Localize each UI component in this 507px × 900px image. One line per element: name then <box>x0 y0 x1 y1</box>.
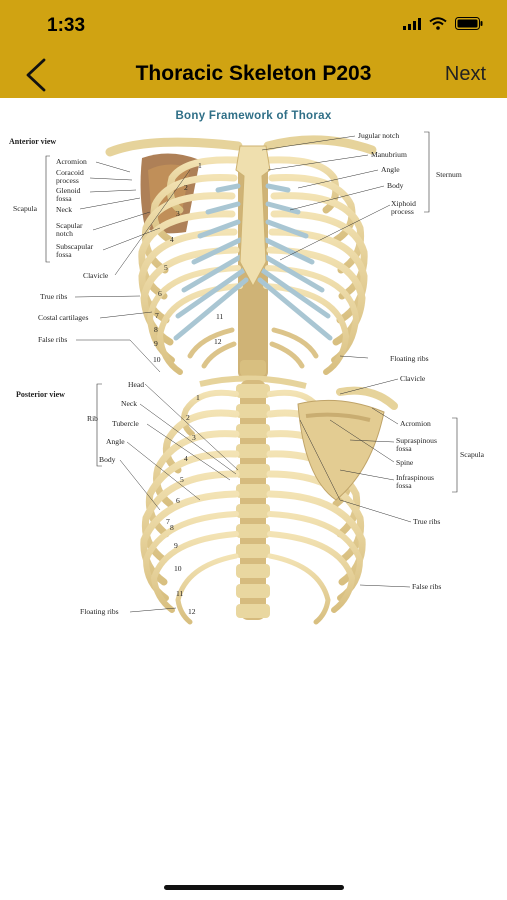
label-neck: Neck <box>121 399 138 408</box>
label-coracoid-2: process <box>56 176 79 185</box>
label-subscapular-1: Subscapular <box>56 242 94 251</box>
rib-number: 3 <box>176 209 180 218</box>
posterior-ribcage <box>140 375 398 625</box>
rib-number: 12 <box>188 607 196 616</box>
nav-header: 1:33 Thoracic Skeleton P203 Next <box>0 0 507 98</box>
label-xiphoid-2: process <box>391 207 414 216</box>
rib-number: 11 <box>216 312 224 321</box>
rib-number: 2 <box>184 183 188 192</box>
battery-icon <box>455 17 483 30</box>
status-icons <box>403 17 483 30</box>
label-scapula-group: Scapula <box>13 204 38 213</box>
label-clavicle: Clavicle <box>83 271 109 280</box>
label-scapular-1: Scapular <box>56 221 83 230</box>
status-time: 1:33 <box>47 15 86 36</box>
label-supraspinous-1: Supraspinous <box>396 436 437 445</box>
label-supraspinous-2: fossa <box>396 444 412 453</box>
wifi-icon <box>429 17 447 30</box>
rib-number: 12 <box>214 337 222 346</box>
label-head: Head <box>128 380 145 389</box>
label-glenoid-2: fossa <box>56 194 72 203</box>
page-title: Thoracic Skeleton P203 <box>135 62 372 85</box>
home-indicator[interactable] <box>164 885 344 890</box>
rib-number: 10 <box>174 564 182 573</box>
rib-number: 1 <box>196 393 200 402</box>
label-costal-cartilages: Costal cartilages <box>38 313 89 322</box>
label-infraspinous-2: fossa <box>396 481 412 490</box>
label-coracoid-1: Coracoid <box>56 168 84 177</box>
label-scapula-group: Scapula <box>460 450 485 459</box>
label-acromion: Acromion <box>400 419 431 428</box>
rib-number: 11 <box>176 589 184 598</box>
signal-icon <box>403 17 421 30</box>
label-spine: Spine <box>396 458 414 467</box>
label-clavicle: Clavicle <box>400 374 426 383</box>
label-xiphoid-1: Xiphoid <box>391 199 416 208</box>
rib-number: 9 <box>154 339 158 348</box>
rib-number: 6 <box>158 289 162 298</box>
rib-number: 10 <box>153 355 161 364</box>
label-floating-ribs: Floating ribs <box>80 607 119 616</box>
label-infraspinous-1: Infraspinous <box>396 473 434 482</box>
next-button[interactable]: Next <box>444 63 486 85</box>
label-body: Body <box>387 181 404 190</box>
rib-number: 4 <box>170 235 174 244</box>
rib-number: 1 <box>198 161 202 170</box>
rib-number: 5 <box>180 475 184 484</box>
label-false-ribs: False ribs <box>38 335 68 344</box>
rib-number: 3 <box>192 433 196 442</box>
label-angle: Angle <box>381 165 400 174</box>
label-floating-ribs: Floating ribs <box>390 354 429 363</box>
rib-number: 4 <box>184 454 188 463</box>
label-false-ribs: False ribs <box>412 582 442 591</box>
posterior-view-heading: Posterior view <box>16 390 65 399</box>
label-rib-group: Rib <box>87 414 98 423</box>
rib-number: 8 <box>170 523 174 532</box>
label-sternum-group: Sternum <box>436 170 462 179</box>
anterior-ribcage <box>105 135 377 380</box>
label-true-ribs: True ribs <box>40 292 68 301</box>
label-acromion: Acromion <box>56 157 87 166</box>
label-subscapular-2: fossa <box>56 250 72 259</box>
rib-number: 8 <box>154 325 158 334</box>
label-true-ribs: True ribs <box>413 517 441 526</box>
back-button[interactable] <box>18 54 54 94</box>
label-glenoid-1: Glenoid <box>56 186 81 195</box>
chevron-left-icon <box>26 58 46 92</box>
anterior-view-heading: Anterior view <box>9 137 57 146</box>
label-angle: Angle <box>106 437 125 446</box>
label-neck: Neck <box>56 205 73 214</box>
rib-number: 6 <box>176 496 180 505</box>
rib-number: 5 <box>164 263 168 272</box>
label-jugular-notch: Jugular notch <box>358 131 400 140</box>
label-tubercle: Tubercle <box>112 419 139 428</box>
rib-number: 7 <box>155 311 159 320</box>
rib-number: 2 <box>186 413 190 422</box>
rib-number: 7 <box>166 517 170 526</box>
thorax-illustration <box>45 131 458 625</box>
label-scapular-2: notch <box>56 229 73 238</box>
figure-title: Bony Framework of Thorax <box>175 110 332 122</box>
label-manubrium: Manubrium <box>371 150 407 159</box>
rib-number: 9 <box>174 541 178 550</box>
label-body: Body <box>99 455 116 464</box>
